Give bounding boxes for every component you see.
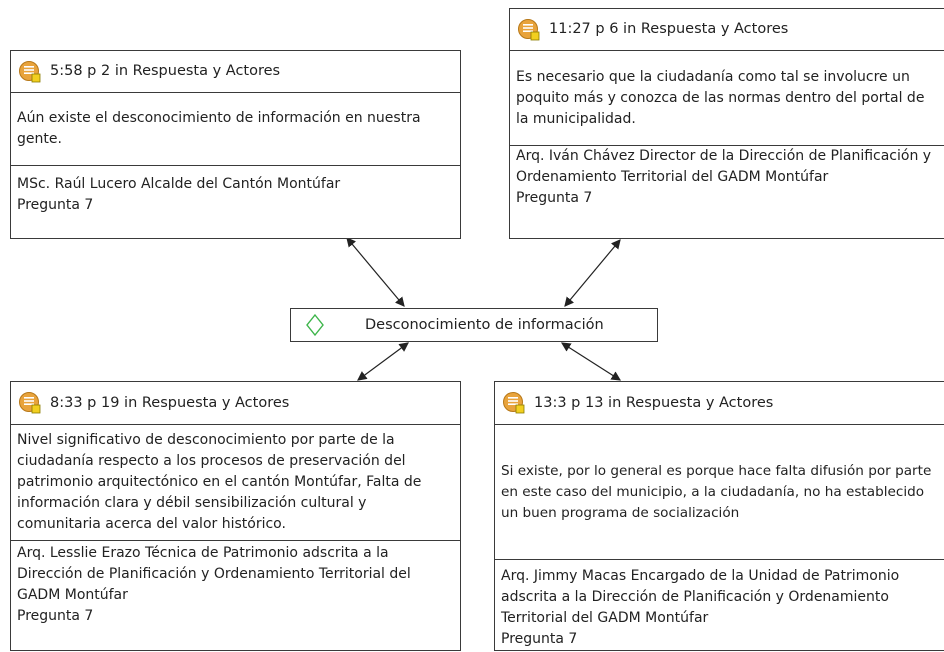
- quotation-note-icon: [518, 18, 540, 40]
- card-header: 8:33 p 19 in Respuesta y Actores: [11, 382, 460, 425]
- quotation-note-icon: [503, 392, 525, 414]
- card-quote-text: Aún existe el desconocimiento de informa…: [11, 93, 460, 166]
- quote-card-bottom-left[interactable]: 8:33 p 19 in Respuesta y Actores Nivel s…: [10, 381, 461, 651]
- card-quote-text: Es necesario que la ciudadanía como tal …: [510, 51, 944, 146]
- quotation-note-icon: [19, 392, 41, 414]
- card-source-line: Arq. Jimmy Macas Encargado de la Unidad …: [501, 568, 900, 626]
- card-quote-body: Nivel significativo de desconocimiento p…: [17, 432, 422, 532]
- link-top-right: [564, 239, 621, 307]
- card-header-text: 5:58 p 2 in Respuesta y Actores: [50, 63, 281, 79]
- card-source-question: Pregunta 7: [516, 190, 593, 206]
- card-header: 5:58 p 2 in Respuesta y Actores: [11, 51, 460, 93]
- card-header-text: 11:27 p 6 in Respuesta y Actores: [549, 21, 789, 37]
- card-source-question: Pregunta 7: [17, 197, 94, 213]
- card-source-question: Pregunta 7: [17, 608, 94, 624]
- card-quote-text: Nivel significativo de desconocimiento p…: [11, 425, 460, 541]
- code-node-label: Desconocimiento de información: [365, 317, 604, 333]
- link-bottom-right: [560, 342, 622, 381]
- card-source: Arq. Iván Chávez Director de la Direcció…: [510, 146, 944, 238]
- quotation-note-icon: [19, 60, 41, 82]
- card-source: Arq. Lesslie Erazo Técnica de Patrimonio…: [11, 541, 460, 652]
- card-source: Arq. Jimmy Macas Encargado de la Unidad …: [495, 560, 944, 652]
- card-quote-body: Es necesario que la ciudadanía como tal …: [516, 68, 925, 127]
- card-quote-body: Aún existe el desconocimiento de informa…: [17, 110, 421, 147]
- code-node[interactable]: Desconocimiento de información: [290, 308, 658, 342]
- quote-card-bottom-right[interactable]: 13:3 p 13 in Respuesta y Actores Si exis…: [494, 381, 944, 651]
- card-header-text: 8:33 p 19 in Respuesta y Actores: [50, 394, 290, 411]
- card-quote-text: Si existe, por lo general es porque hace…: [495, 425, 944, 560]
- link-top-left: [346, 237, 405, 307]
- card-source-line: Arq. Lesslie Erazo Técnica de Patrimonio…: [17, 545, 411, 603]
- card-source-line: Arq. Iván Chávez Director de la Direcció…: [516, 148, 932, 185]
- quote-card-top-left[interactable]: 5:58 p 2 in Respuesta y Actores Aún exis…: [10, 50, 461, 239]
- card-source-question: Pregunta 7: [501, 631, 578, 647]
- quote-card-top-right[interactable]: 11:27 p 6 in Respuesta y Actores Es nece…: [509, 8, 944, 239]
- card-header-text: 13:3 p 13 in Respuesta y Actores: [534, 394, 774, 411]
- link-bottom-left: [357, 342, 409, 381]
- card-quote-body: Si existe, por lo general es porque hace…: [501, 462, 932, 521]
- card-source-line: MSc. Raúl Lucero Alcalde del Cantón Mont…: [17, 176, 341, 192]
- card-header: 13:3 p 13 in Respuesta y Actores: [495, 382, 944, 425]
- card-header: 11:27 p 6 in Respuesta y Actores: [510, 9, 944, 51]
- code-diamond-icon: [306, 314, 324, 336]
- card-source: MSc. Raúl Lucero Alcalde del Cantón Mont…: [11, 174, 460, 246]
